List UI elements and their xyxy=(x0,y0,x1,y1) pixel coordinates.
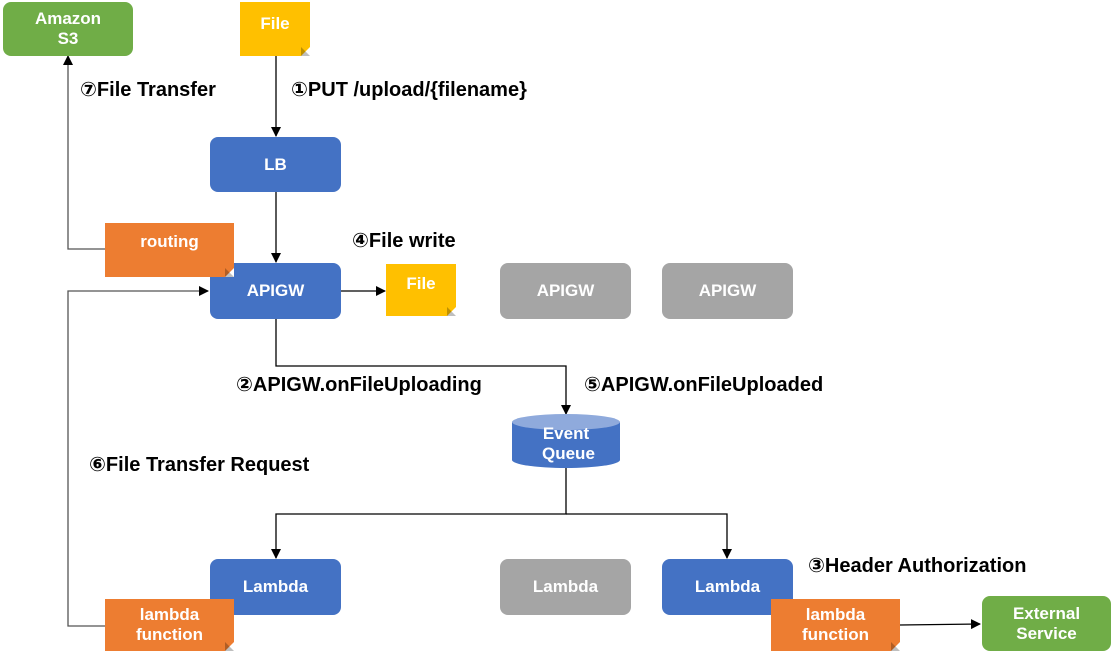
lambda-function-left-note: lambda function xyxy=(105,599,234,651)
step-1-label: ①PUT /upload/{filename} xyxy=(291,79,527,101)
arrow-routing-to-s3 xyxy=(63,55,106,250)
event-queue-label: Event Queue xyxy=(542,424,595,463)
lambda-function-left-label: lambda function xyxy=(135,605,204,644)
amazon-s3-label: Amazon S3 xyxy=(34,9,102,48)
lambda-right-label: Lambda xyxy=(694,577,761,596)
lambda-left-label: Lambda xyxy=(242,577,309,596)
file-upload-node: File xyxy=(240,2,310,56)
step-6-label: ⑥File Transfer Request xyxy=(89,454,310,476)
step-4-label: ④File write xyxy=(352,230,456,252)
arrow-queue-to-lambda-left xyxy=(271,466,567,559)
amazon-s3-node: Amazon S3 xyxy=(3,2,133,56)
lambda-inactive-node: Lambda xyxy=(500,559,631,615)
lambda-inactive-label: Lambda xyxy=(532,577,599,596)
external-service-node: External Service xyxy=(982,596,1111,651)
file-write-node: File xyxy=(386,264,456,316)
apigw-main-label: APIGW xyxy=(246,281,305,300)
file-upload-label: File xyxy=(260,14,290,33)
apigw-inactive-label-2: APIGW xyxy=(698,281,757,300)
event-queue-node: Event Queue xyxy=(512,414,620,468)
lb-label: LB xyxy=(264,154,287,174)
routing-note: routing xyxy=(105,223,234,277)
external-service-label: External Service xyxy=(1012,603,1081,643)
step-2-label: ②APIGW.onFileUploading xyxy=(236,374,482,396)
step-7-label: ⑦File Transfer xyxy=(80,79,216,101)
cylinder-icon xyxy=(512,414,620,468)
routing-label: routing xyxy=(140,232,199,251)
arrow-queue-to-lambda-right xyxy=(566,513,732,559)
apigw-inactive-label-1: APIGW xyxy=(536,281,595,300)
step-3-label: ③Header Authorization xyxy=(808,555,1027,577)
lb-node: LB xyxy=(210,137,341,192)
apigw-inactive-node-2: APIGW xyxy=(662,263,793,319)
arrow-lambda-function-to-external xyxy=(899,619,981,630)
lambda-function-right-note: lambda function xyxy=(771,599,900,651)
arrow-lambda-function-to-apigw xyxy=(67,286,209,627)
file-write-label: File xyxy=(406,274,436,293)
apigw-inactive-node-1: APIGW xyxy=(500,263,631,319)
lambda-function-right-label: lambda function xyxy=(801,605,870,644)
arrow-apigw-to-queue xyxy=(275,319,571,415)
step-5-label: ⑤APIGW.onFileUploaded xyxy=(584,374,824,396)
